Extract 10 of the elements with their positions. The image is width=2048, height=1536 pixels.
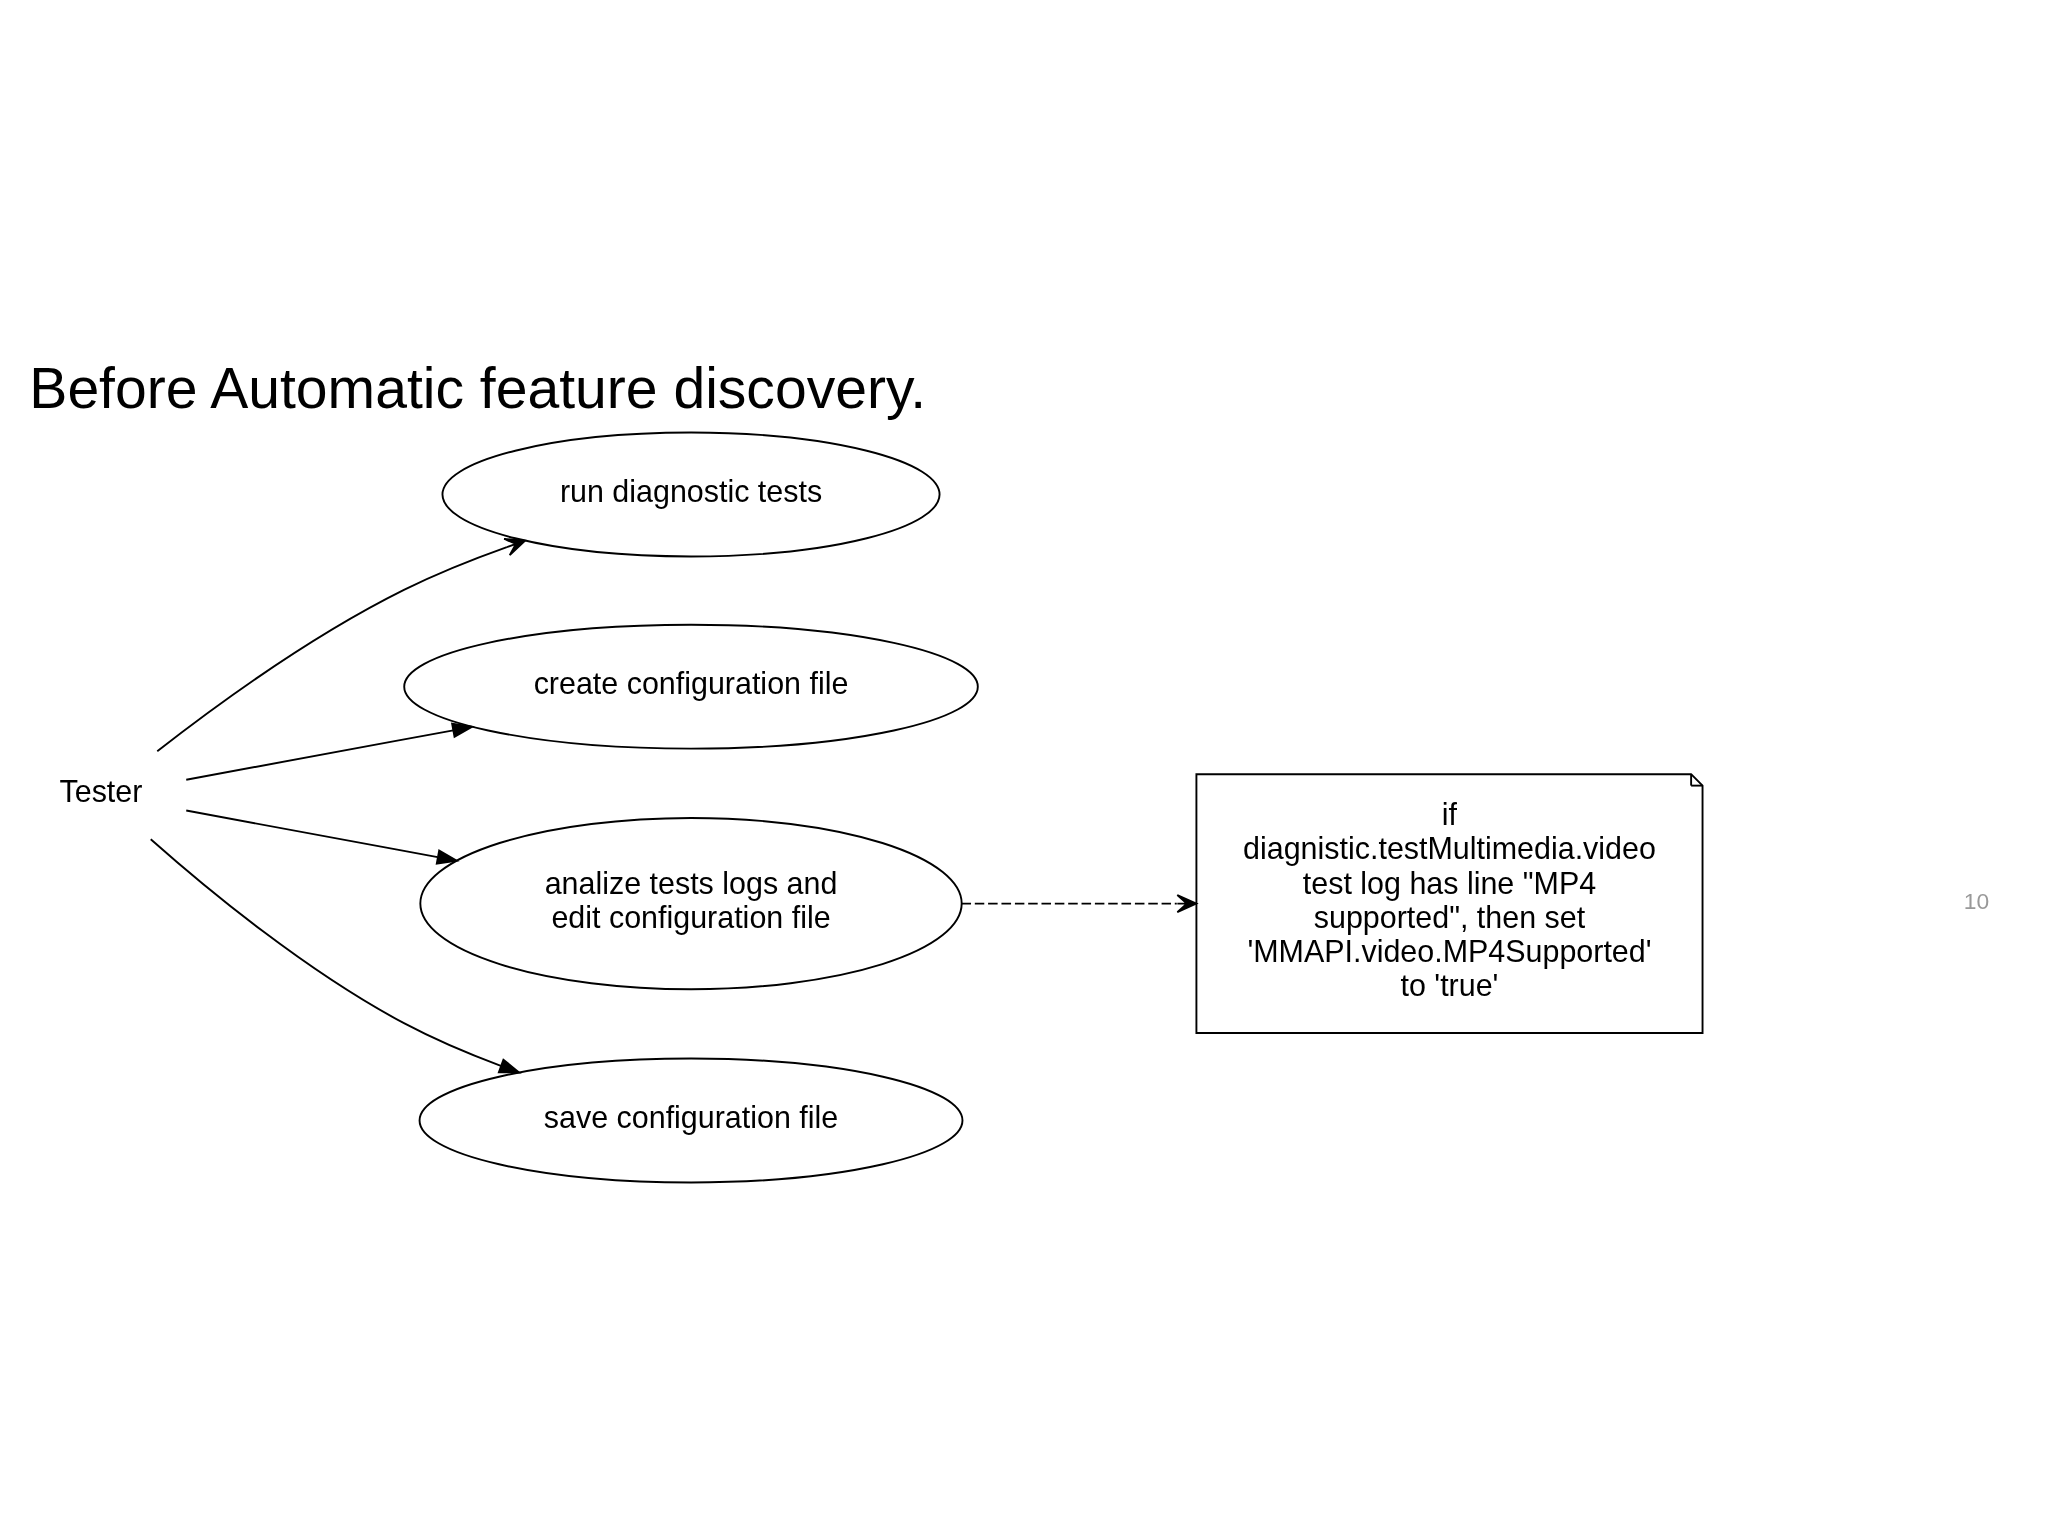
arrow — [185, 722, 475, 781]
arrow — [185, 809, 460, 865]
node-ellipse: create configuration file — [403, 623, 979, 750]
arrow — [960, 893, 1198, 913]
node-text: Tester — [59, 773, 143, 808]
arrow — [156, 537, 526, 752]
diagram-title: Before Automatic feature discovery. — [29, 355, 927, 420]
node-ellipse: analize tests logs and edit configuration file — [419, 816, 963, 990]
label: 10 — [1963, 887, 1990, 914]
arrow — [149, 837, 522, 1073]
